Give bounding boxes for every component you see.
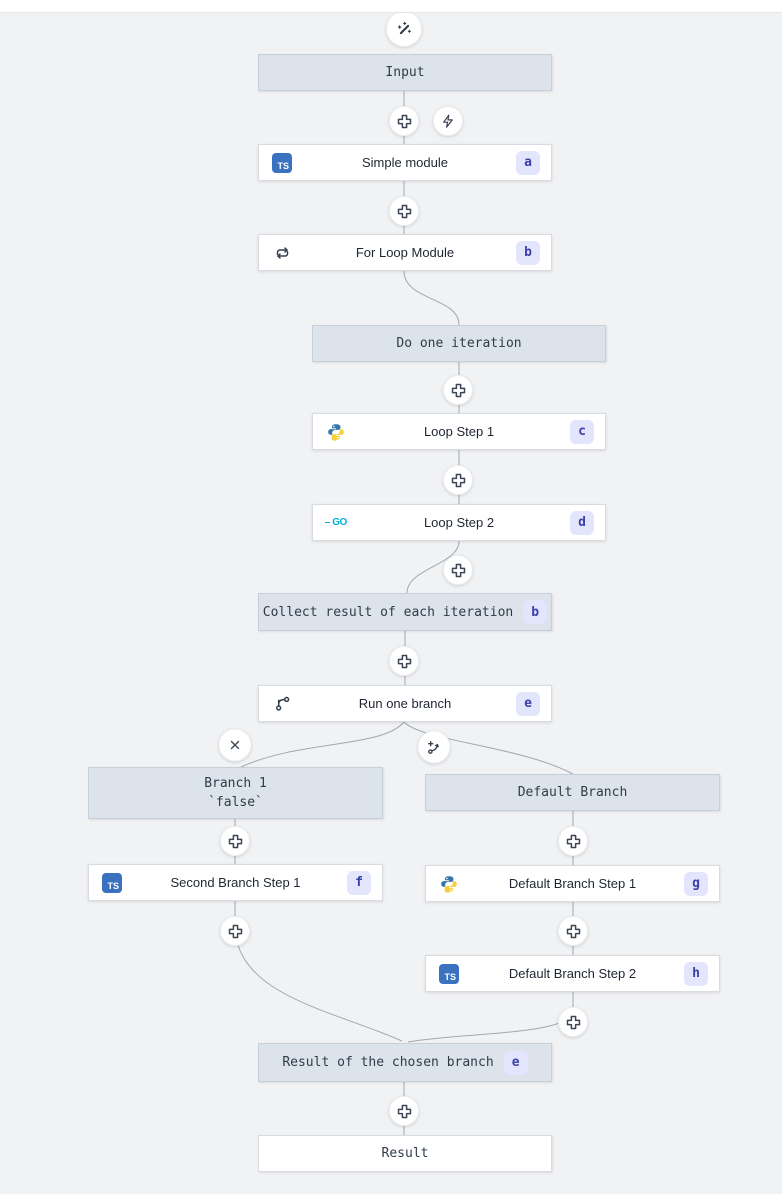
repeat-icon: [276, 246, 288, 259]
trigger-button[interactable]: [433, 106, 463, 136]
node-branch-1-predicate: `false`: [208, 795, 263, 810]
plus-icon: [451, 473, 465, 487]
ai-flow-builder-button[interactable]: [386, 11, 422, 47]
node-loop-step-2-label: Loop Step 2: [423, 515, 495, 530]
step-id-badge: b: [523, 600, 548, 624]
plus-icon: [397, 114, 411, 128]
add-step-button[interactable]: [220, 916, 250, 946]
plus-icon: [397, 1104, 411, 1118]
step-id-badge: e: [503, 1050, 528, 1075]
add-branch-button[interactable]: [417, 730, 451, 764]
plus-icon: [228, 834, 242, 848]
typescript-icon: TS: [272, 152, 292, 173]
node-result-of-chosen-branch[interactable]: Result of the chosen branch e: [258, 1043, 552, 1082]
plus-icon: [451, 563, 465, 577]
node-result-of-chosen-branch-label: Result of the chosen branch: [282, 1055, 494, 1070]
node-input-label: Input: [385, 65, 425, 80]
git-branch-icon: [275, 696, 289, 711]
go-icon: GO: [325, 517, 347, 528]
node-default-branch-label: Default Branch: [517, 785, 628, 800]
plus-icon: [566, 924, 580, 938]
node-do-one-iteration[interactable]: Do one iteration: [312, 325, 606, 362]
zap-icon: [443, 114, 453, 128]
node-simple-module-label: Simple module: [362, 155, 448, 170]
add-step-button[interactable]: [443, 555, 473, 585]
node-do-one-iteration-label: Do one iteration: [396, 336, 522, 351]
step-id-badge: g: [684, 871, 708, 896]
node-default-branch[interactable]: Default Branch: [425, 774, 720, 811]
node-for-loop-module-label: For Loop Module: [355, 245, 455, 260]
node-collect-result[interactable]: Collect result of each iteration b: [258, 593, 552, 631]
step-id-badge: h: [684, 961, 708, 986]
node-default-branch-step-1-label: Default Branch Step 1: [508, 876, 637, 891]
node-second-branch-step-1[interactable]: TS Second Branch Step 1 f: [88, 864, 383, 901]
step-id-badge: b: [516, 240, 540, 265]
node-run-one-branch-label: Run one branch: [358, 696, 452, 711]
node-default-branch-step-1[interactable]: Default Branch Step 1 g: [425, 865, 720, 902]
branch-add-icon: [427, 740, 439, 754]
add-step-button[interactable]: [389, 646, 419, 676]
add-step-button[interactable]: [220, 826, 250, 856]
typescript-icon: TS: [439, 963, 459, 984]
node-input[interactable]: Input: [258, 54, 552, 91]
step-id-badge: d: [570, 510, 594, 535]
node-simple-module[interactable]: TS Simple module a: [258, 144, 552, 181]
remove-branch-button[interactable]: [218, 728, 252, 762]
node-run-one-branch[interactable]: Run one branch e: [258, 685, 552, 722]
step-id-badge: c: [570, 419, 594, 444]
node-default-branch-step-2-label: Default Branch Step 2: [508, 966, 637, 981]
python-icon: [441, 875, 457, 893]
node-result[interactable]: Result: [258, 1135, 552, 1172]
add-step-button[interactable]: [443, 465, 473, 495]
node-collect-result-label: Collect result of each iteration: [262, 604, 514, 620]
wand-sparkles-icon: [397, 21, 411, 34]
add-step-button[interactable]: [558, 826, 588, 856]
add-step-button[interactable]: [389, 1096, 419, 1126]
plus-icon: [566, 1015, 580, 1029]
node-for-loop-module[interactable]: For Loop Module b: [258, 234, 552, 271]
python-icon: [328, 423, 344, 441]
add-step-button[interactable]: [443, 375, 473, 405]
node-loop-step-1-label: Loop Step 1: [423, 424, 495, 439]
add-step-button[interactable]: [558, 1007, 588, 1037]
step-id-badge: e: [516, 691, 540, 716]
plus-icon: [228, 924, 242, 938]
add-step-button[interactable]: [389, 106, 419, 136]
node-branch-1[interactable]: Branch 1 `false`: [88, 767, 383, 819]
step-id-badge: f: [347, 870, 371, 895]
add-step-button[interactable]: [558, 916, 588, 946]
node-loop-step-2[interactable]: GO Loop Step 2 d: [312, 504, 606, 541]
plus-icon: [566, 834, 580, 848]
node-branch-1-label: Branch 1: [204, 776, 267, 791]
node-result-label: Result: [381, 1146, 429, 1161]
window-top-bar: [0, 0, 782, 13]
close-icon: [230, 740, 240, 750]
add-step-button[interactable]: [389, 196, 419, 226]
node-default-branch-step-2[interactable]: TS Default Branch Step 2 h: [425, 955, 720, 992]
typescript-icon: TS: [102, 872, 122, 893]
plus-icon: [397, 654, 411, 668]
step-id-badge: a: [516, 150, 540, 175]
plus-icon: [397, 204, 411, 218]
plus-icon: [451, 383, 465, 397]
node-loop-step-1[interactable]: Loop Step 1 c: [312, 413, 606, 450]
node-second-branch-step-1-label: Second Branch Step 1: [170, 875, 301, 890]
